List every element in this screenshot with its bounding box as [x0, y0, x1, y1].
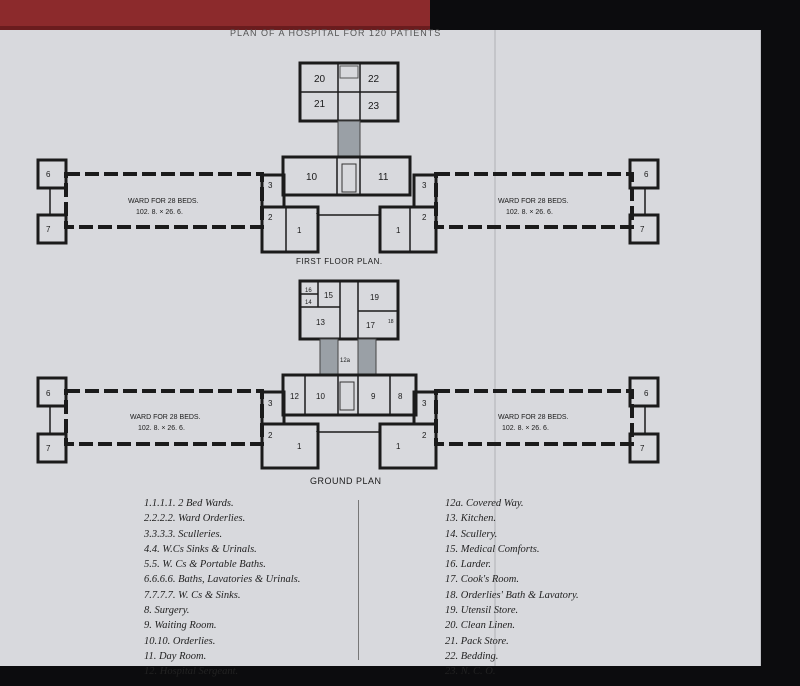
- ff-room-3-right: 3: [422, 181, 427, 190]
- ff-ward-right: [434, 172, 634, 229]
- legend-entry: 13. Kitchen.: [445, 513, 497, 525]
- ff-ward-left-dims: 102. 8. × 26. 6.: [136, 209, 183, 216]
- legend-entry: 11. Day Room.: [144, 650, 207, 662]
- legend-entry: 5.5. W. Cs & Portable Baths.: [144, 559, 266, 571]
- ff-room-6-right: 6: [644, 170, 649, 179]
- legend-entry: 2.2.2.2. Ward Orderlies.: [144, 513, 246, 525]
- gf-staircase: [339, 381, 355, 411]
- legend-entry: 4.4. W.Cs Sinks & Urinals.: [144, 543, 257, 555]
- legend-entry: 1.1.1.1. 2 Bed Wards.: [144, 498, 234, 509]
- page-fold: [494, 30, 496, 666]
- ff-ward-left: [64, 172, 264, 229]
- gf-room-19: 19: [370, 293, 379, 302]
- ff-room-1-left: 1: [297, 226, 302, 235]
- legend-entry: 19. Utensil Store.: [445, 605, 519, 617]
- gf-room-15: 15: [324, 291, 333, 300]
- ff-staircase: [341, 163, 357, 193]
- legend-left-column: 1.1.1.1. 2 Bed Wards. 2.2.2.2. Ward Orde…: [144, 496, 300, 680]
- gf-room-2-right: 2: [422, 431, 427, 440]
- ff-ward-right-title: WARD FOR 28 BEDS.: [498, 198, 569, 205]
- legend-entry: 18. Orderlies' Bath & Lavatory.: [445, 589, 579, 601]
- gf-room-2-left: 2: [268, 431, 273, 440]
- legend-entry: 17. Cook's Room.: [445, 574, 519, 586]
- ff-room-4: 4: [316, 211, 320, 217]
- gf-annex-block: [298, 279, 400, 341]
- ff-room-11: 11: [378, 172, 389, 183]
- gf-room-12a: 12a: [340, 358, 351, 364]
- gf-plan-label: GROUND PLAN: [310, 476, 382, 486]
- ff-room-5: 5: [378, 211, 382, 217]
- legend-right-column: 12a. Covered Way. 13. Kitchen. 14. Scull…: [445, 496, 579, 680]
- ff-room-23: 23: [368, 101, 380, 112]
- legend-entry: 22. Bedding.: [445, 650, 499, 662]
- first-floor-plan: [36, 61, 660, 254]
- legend-entry: 14. Scullery.: [445, 528, 498, 540]
- gf-ward-right-title: WARD FOR 28 BEDS.: [498, 414, 569, 421]
- legend-entry: 8. Surgery.: [144, 605, 190, 617]
- gf-room-9: 9: [371, 392, 376, 401]
- legend-entry: 9. Waiting Room.: [144, 620, 217, 632]
- ff-ward-right-dims: 102. 8. × 26. 6.: [506, 209, 553, 216]
- plate-title: PLAN OF A HOSPITAL FOR 120 PATIENTS: [230, 28, 442, 38]
- ff-room-6-left: 6: [46, 170, 51, 179]
- gf-room-6-right: 6: [644, 389, 649, 398]
- legend-entry: 15. Medical Comforts.: [445, 543, 540, 555]
- ground-floor-plan: [36, 279, 660, 470]
- ff-room-21: 21: [314, 99, 326, 110]
- gf-room-7-left: 7: [46, 444, 51, 453]
- legend-entry: 12. Hospital Sergeant.: [144, 666, 239, 678]
- ff-room-7-right: 7: [640, 225, 645, 234]
- gf-room-8: 8: [398, 392, 403, 401]
- gf-room-3-right: 3: [422, 399, 427, 408]
- gf-room-1-right: 1: [396, 442, 401, 451]
- legend-divider: [358, 500, 359, 660]
- ff-room-3-left: 3: [268, 181, 273, 190]
- gf-covered-way-right: [357, 338, 377, 376]
- ff-room-2-right: 2: [422, 213, 427, 222]
- ff-connector: [337, 120, 361, 158]
- gf-room-18: 18: [388, 319, 394, 325]
- gf-ward-right-dims: 102. 8. × 26. 6.: [502, 425, 549, 432]
- legend-entry: 16. Larder.: [445, 559, 491, 571]
- gf-room-17: 17: [366, 321, 375, 330]
- gf-room-12: 12: [290, 392, 299, 401]
- legend-entry: 20. Clean Linen.: [445, 620, 515, 632]
- ff-room-1-right: 1: [396, 226, 401, 235]
- gf-room-5: 5: [378, 429, 382, 435]
- ff-room-10: 10: [306, 172, 318, 183]
- gf-room-6-left: 6: [46, 389, 51, 398]
- ff-room-20: 20: [314, 74, 326, 85]
- ff-room-7-left: 7: [46, 225, 51, 234]
- gf-room-7-right: 7: [640, 444, 645, 453]
- gf-ward-left-title: WARD FOR 28 BEDS.: [130, 414, 201, 421]
- gf-room-10: 10: [316, 392, 325, 401]
- legend-entry: 21. Pack Store.: [445, 635, 509, 647]
- gf-ward-left: [64, 389, 264, 446]
- legend-entry: 10.10. Orderlies.: [144, 635, 216, 647]
- legend-entry: 3.3.3.3. Sculleries.: [144, 528, 223, 540]
- gf-room-1-left: 1: [297, 442, 302, 451]
- gf-central-block: [281, 373, 418, 417]
- gf-room-3-left: 3: [268, 399, 273, 408]
- legend-entry: 12a. Covered Way.: [445, 498, 524, 509]
- gf-room-14: 14: [305, 300, 312, 306]
- gf-room-4: 4: [316, 429, 320, 435]
- plan-page: [0, 30, 761, 666]
- ff-room-22: 22: [368, 74, 380, 85]
- ff-plan-label: FIRST FLOOR PLAN.: [296, 257, 383, 266]
- ff-room-2-left: 2: [268, 213, 273, 222]
- ff-ward-left-title: WARD FOR 28 BEDS.: [128, 198, 199, 205]
- gf-room-13: 13: [316, 318, 325, 327]
- gf-ward-left-dims: 102. 8. × 26. 6.: [138, 425, 185, 432]
- legend-entry: 23. N. C. O.: [445, 666, 496, 678]
- gf-ward-right: [434, 389, 634, 446]
- legend-entry: 6.6.6.6. Baths, Lavatories & Urinals.: [144, 574, 301, 586]
- legend-entry: 7.7.7.7. W. Cs & Sinks.: [144, 589, 241, 601]
- ff-central-block: [281, 155, 412, 197]
- gf-covered-way-left: [319, 338, 339, 376]
- gf-room-16: 16: [305, 288, 312, 294]
